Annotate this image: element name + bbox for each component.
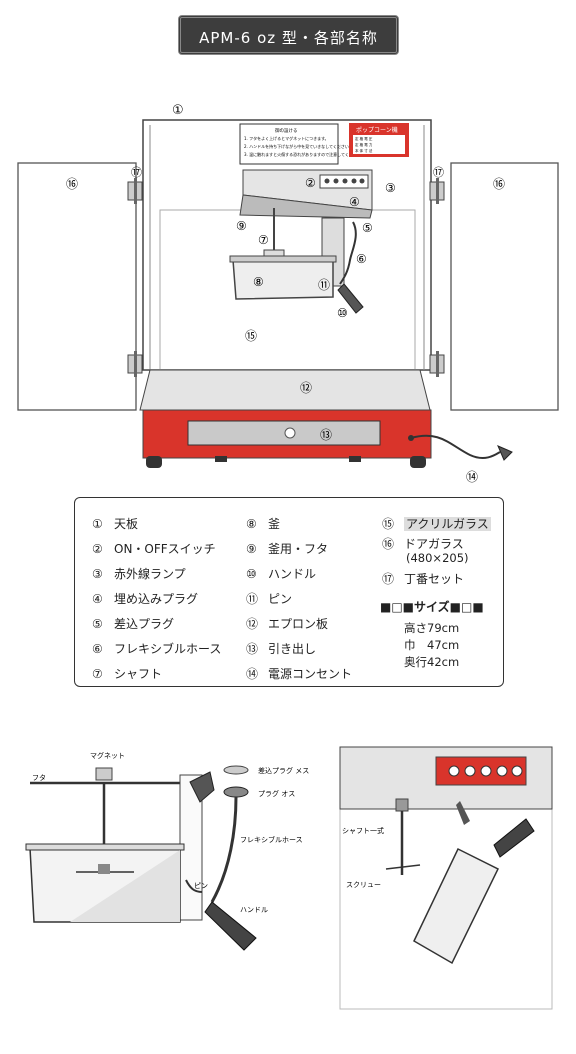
detail-right-diagram: シャフト一式 スクリュー xyxy=(339,746,553,1010)
detail-right-handle xyxy=(493,818,535,858)
callout-14: ⑭ xyxy=(466,470,478,484)
apron-board xyxy=(139,369,431,411)
size-depth: 奥行42cm xyxy=(404,655,460,669)
label-magnet: マグネット xyxy=(90,751,125,760)
callout-5: ⑤ xyxy=(362,221,373,235)
label-handle: ハンドル xyxy=(240,906,268,914)
callout-4: ④ xyxy=(349,195,360,209)
brand-sign-title: ポップコーン機 xyxy=(356,126,398,134)
callout-15: ⑮ xyxy=(245,329,257,343)
size-height: 高さ79cm xyxy=(404,621,460,635)
hinge-left-top xyxy=(127,178,143,204)
power-cord xyxy=(410,434,501,459)
label-shaft-set: シャフト一式 xyxy=(342,826,384,835)
callout-2: ② xyxy=(305,176,316,190)
callout-3: ③ xyxy=(385,181,396,195)
legend-box xyxy=(74,497,504,687)
notice-title: 御の設ける xyxy=(275,127,298,134)
callout-17-right: ⑰ xyxy=(433,166,444,179)
svg-text:本 体 寸 法: 本 体 寸 法 xyxy=(355,148,373,153)
notice-sign xyxy=(239,123,339,165)
label-lid: フタ xyxy=(32,773,46,782)
callout-6: ⑥ xyxy=(356,252,367,266)
callout-16-left: ⑯ xyxy=(66,177,78,191)
callout-7: ⑦ xyxy=(258,233,269,247)
label-pin: ピン xyxy=(194,882,208,890)
detail-handle xyxy=(204,901,257,951)
callout-17-left: ⑰ xyxy=(131,166,142,179)
hinge-right-bottom xyxy=(429,351,445,377)
size-heading: ■□■サイズ■□■ xyxy=(380,600,484,614)
flexible-hose xyxy=(339,221,357,285)
page-title: APM-6 oz 型・各部名称 xyxy=(178,15,399,55)
label-hose: フレキシブルホース xyxy=(240,835,303,844)
power-plug xyxy=(497,445,513,461)
svg-text:定 格 電 力: 定 格 電 力 xyxy=(355,142,373,147)
detail-right-kettle xyxy=(413,847,500,965)
drawer xyxy=(187,420,381,446)
label-plug-male: プラグ オス xyxy=(258,789,295,798)
notice-line-3: 3. 温に触れますと火傷する恐れがありますので注意してください。 xyxy=(244,151,365,157)
callout-1: ① xyxy=(172,103,184,118)
label-plug-female: 差込プラグ メス xyxy=(258,766,309,775)
callout-9: ⑨ xyxy=(236,219,247,233)
notice-line-2: 2. ハンドルを持ち下げながら中を見ていきなしてください。 xyxy=(244,143,353,149)
handle xyxy=(337,283,364,314)
callout-8: ⑧ xyxy=(253,275,264,289)
detail-hose xyxy=(210,796,238,903)
hinge-left-bottom xyxy=(127,351,143,377)
door-size: (480×205) xyxy=(406,551,469,565)
svg-text:定 格 電 圧: 定 格 電 圧 xyxy=(355,136,373,141)
callout-12: ⑫ xyxy=(300,381,312,395)
notice-line-1: 1. フタをよく上げるとマグネットにつきます。 xyxy=(244,135,329,141)
door-right xyxy=(450,162,559,411)
callout-11: ⑪ xyxy=(318,278,330,292)
label-screw: スクリュー xyxy=(346,881,381,889)
size-width: 巾 47cm xyxy=(404,638,460,652)
callout-13: ⑬ xyxy=(320,428,332,442)
callout-16-right: ⑯ xyxy=(493,177,505,191)
door-left xyxy=(17,162,137,411)
callout-10: ⑩ xyxy=(337,306,348,320)
hinge-right-top xyxy=(429,178,445,204)
detail-left-diagram: マグネット フタ 差込プラグ メス プラグ オス フレキシブルホース ピン ハン… xyxy=(25,751,309,951)
